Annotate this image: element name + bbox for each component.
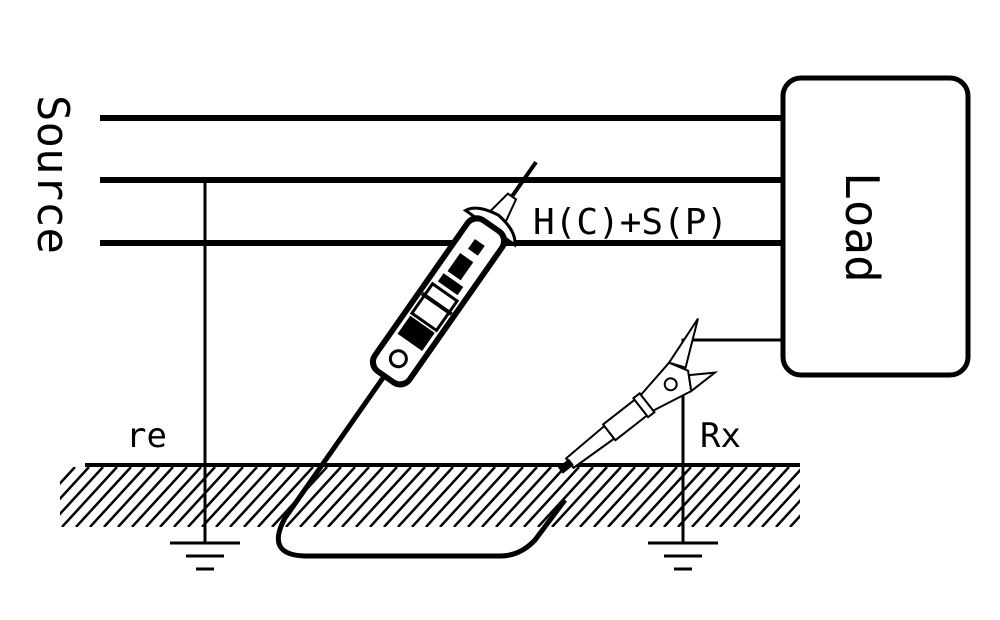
- hatch-line: [453, 467, 510, 527]
- hatch-line: [411, 467, 468, 527]
- hatch-line: [61, 467, 118, 527]
- hatch-line: [495, 467, 552, 527]
- probe-label: H(C)+S(P): [533, 202, 728, 243]
- ground-symbol-icon: [170, 541, 240, 571]
- hatch-line: [397, 467, 454, 527]
- re-label: re: [126, 416, 167, 456]
- hatch-line: [621, 467, 678, 527]
- hatch-line: [60, 467, 104, 516]
- hatch-line: [369, 467, 426, 527]
- hatch-line: [761, 483, 800, 527]
- power-lines: [100, 115, 784, 246]
- hatch-line: [341, 467, 398, 527]
- hatch-line: [131, 467, 188, 527]
- hatch-line: [75, 467, 132, 527]
- hatch-line: [215, 467, 272, 527]
- alligator-clip: [557, 317, 719, 474]
- hatch-line: [509, 467, 566, 527]
- hatch-line: [159, 467, 216, 527]
- hatch-line: [299, 467, 356, 527]
- hatch-line: [285, 467, 342, 527]
- hatch-line: [593, 467, 650, 527]
- hatch-line: [565, 467, 622, 527]
- hatch-line: [439, 467, 496, 527]
- hatch-line: [89, 467, 146, 527]
- hatch-line: [607, 467, 664, 527]
- hatch-line: [243, 467, 300, 527]
- load-label: Load: [835, 172, 889, 283]
- hatch-line: [383, 467, 440, 527]
- hatch-line: [467, 467, 524, 527]
- hatch-line: [481, 467, 538, 527]
- hatch-line: [747, 468, 800, 527]
- hatch-line: [60, 467, 90, 501]
- hatch-line: [705, 467, 762, 527]
- hatch-line: [201, 467, 258, 527]
- hatch-line: [355, 467, 412, 527]
- hatch-line: [719, 467, 776, 527]
- test-lead-cable: [275, 373, 567, 559]
- hatch-line: [537, 467, 594, 527]
- hatch-line: [677, 467, 734, 527]
- source-label: Source: [27, 95, 78, 254]
- hatch-line: [775, 498, 800, 527]
- hatch-line: [551, 467, 608, 527]
- hatch-line: [733, 467, 790, 527]
- earth-hatching: [60, 467, 887, 527]
- hatch-line: [60, 467, 76, 486]
- rx-label: Rx: [700, 416, 741, 456]
- hatch-line: [257, 467, 314, 527]
- hatch-line: [145, 467, 202, 527]
- hatch-line: [789, 514, 800, 527]
- hatch-line: [103, 467, 160, 527]
- hatch-line: [187, 467, 244, 527]
- hatch-line: [804, 467, 859, 527]
- hatch-line: [663, 467, 720, 527]
- hatch-line: [425, 467, 482, 527]
- hatch-line: [327, 467, 384, 527]
- hatch-line: [649, 467, 706, 527]
- hatch-line: [313, 467, 370, 527]
- hatch-line: [117, 467, 174, 527]
- hatch-line: [818, 467, 873, 527]
- hatch-line: [832, 467, 887, 527]
- hatch-line: [523, 467, 580, 527]
- hatch-line: [691, 467, 748, 527]
- hatch-line: [173, 467, 230, 527]
- hatch-line: [579, 467, 636, 527]
- hatch-line: [229, 467, 286, 527]
- load-box: [780, 75, 971, 378]
- ground-symbol-icon: [648, 541, 718, 571]
- tester-device: [369, 160, 538, 388]
